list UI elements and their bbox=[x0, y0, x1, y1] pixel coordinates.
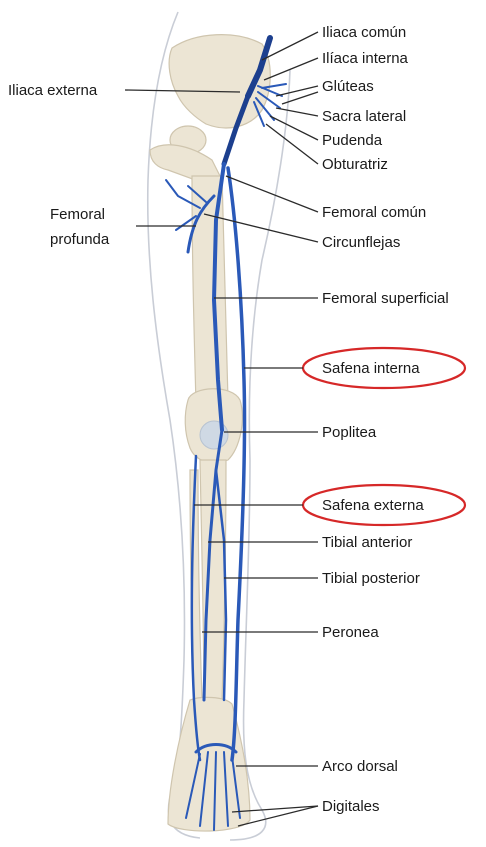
label-iliaca-comun: Iliaca común bbox=[322, 24, 406, 41]
label-safena-externa: Safena externa bbox=[322, 497, 424, 514]
label-tibial-posterior: Tibial posterior bbox=[322, 570, 420, 587]
label-poplitea: Poplitea bbox=[322, 424, 377, 441]
label-iliaca-interna: Ilíaca interna bbox=[322, 50, 409, 67]
label-arco-dorsal: Arco dorsal bbox=[322, 758, 398, 775]
label-obturatriz: Obturatriz bbox=[322, 156, 388, 173]
label-femoral-comun: Femoral común bbox=[322, 204, 426, 221]
label-pudenda: Pudenda bbox=[322, 132, 383, 149]
label-peronea: Peronea bbox=[322, 624, 379, 641]
label-tibial-anterior: Tibial anterior bbox=[322, 534, 412, 551]
label-femoral-profunda-line1: Femoral bbox=[50, 206, 105, 223]
label-femoral-profunda-line2: profunda bbox=[50, 231, 110, 248]
label-femoral-superficial: Femoral superficial bbox=[322, 290, 449, 307]
label-circunflejas: Circunflejas bbox=[322, 234, 400, 251]
label-digitales: Digitales bbox=[322, 798, 380, 815]
label-iliaca-externa: Iliaca externa bbox=[8, 82, 98, 99]
bones bbox=[150, 35, 270, 831]
label-sacra-lateral: Sacra lateral bbox=[322, 108, 406, 125]
label-safena-interna: Safena interna bbox=[322, 360, 420, 377]
label-gluteas: Glúteas bbox=[322, 78, 374, 95]
